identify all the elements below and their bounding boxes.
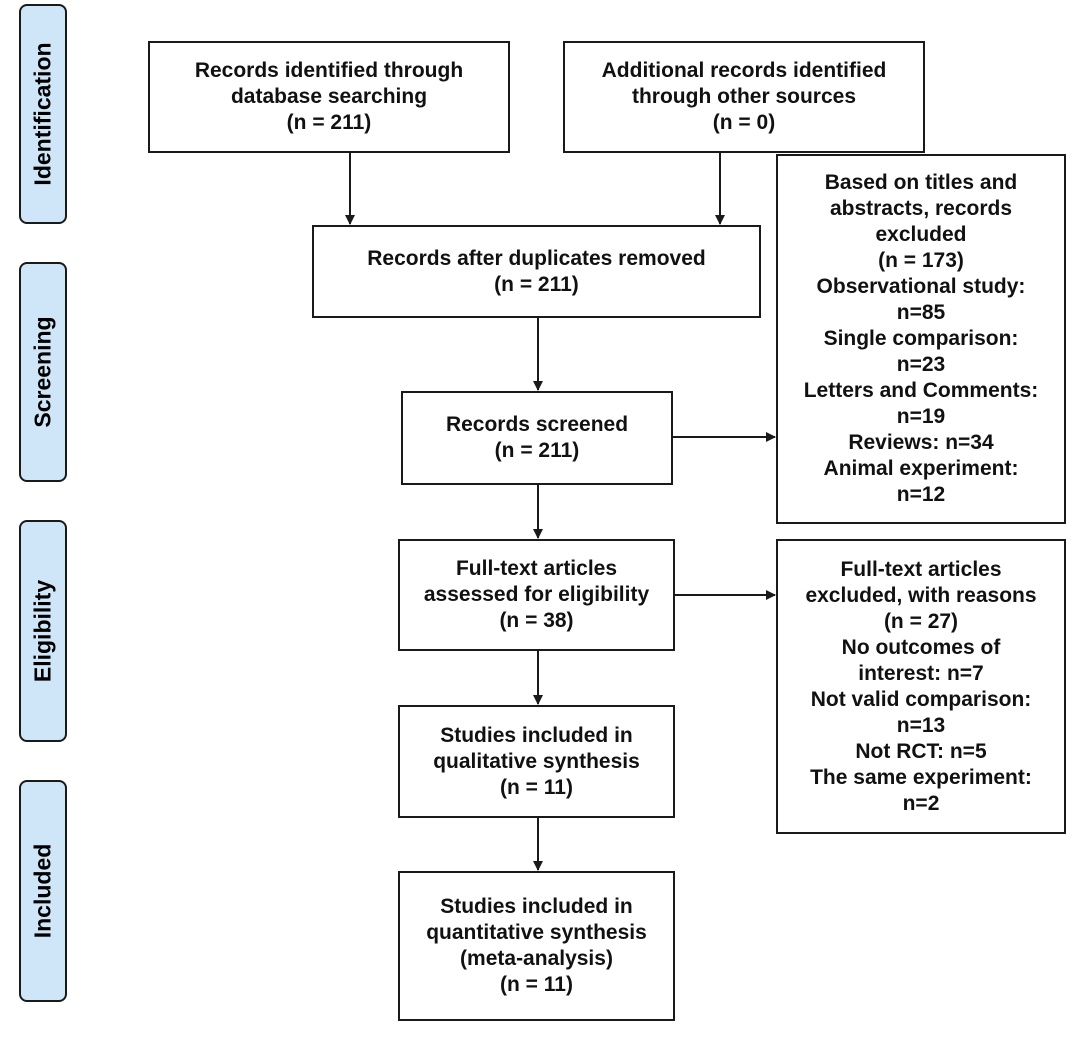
box-line: Records after duplicates removed (367, 246, 706, 270)
box-line: n=12 (896, 483, 946, 506)
box-line: database searching (230, 85, 428, 108)
box-line: Animal experiment: (823, 457, 1019, 480)
box-line: (n = 11) (500, 775, 573, 799)
box-line: (n = 38) (499, 609, 574, 632)
box-line: Full-text articles (455, 557, 618, 580)
box-line: Records identified through (194, 59, 464, 82)
box-fulltext-excluded: Full-text articles excluded, with reason… (776, 539, 1066, 834)
box-database-records: Records identified through database sear… (148, 41, 510, 153)
box-line: n=85 (896, 301, 946, 324)
box-line: Letters and Comments: (803, 379, 1039, 402)
box-line: through other sources (631, 85, 857, 108)
box-line: abstracts, records (829, 197, 1013, 220)
box-other-sources: Additional records identified through ot… (563, 41, 925, 153)
box-line: (n = 211) (494, 272, 579, 296)
stage-label: Eligibility (29, 579, 56, 683)
box-line: (meta-analysis) (460, 947, 613, 970)
box-line: Records screened (445, 413, 629, 436)
box-line: Based on titles and (824, 171, 1018, 194)
box-line: interest: n=7 (858, 661, 984, 685)
stage-label: Included (29, 843, 56, 939)
box-excluded-titles-abstracts: Based on titles and abstracts, records e… (776, 154, 1066, 524)
box-line: The same experiment: (810, 765, 1032, 789)
box-line: Reviews: n=34 (848, 431, 994, 454)
box-line: excluded (875, 223, 967, 246)
box-line: excluded, with reasons (805, 583, 1037, 607)
box-line: n=2 (902, 791, 940, 815)
stage-screening: Screening (19, 262, 67, 482)
box-line: n=13 (896, 713, 946, 737)
box-duplicates-removed: Records after duplicates removed (n = 21… (312, 225, 761, 318)
box-line: qualitative synthesis (433, 749, 640, 773)
box-line: Studies included in (440, 723, 633, 747)
box-line: No outcomes of (841, 635, 1001, 659)
box-records-screened: Records screened (n = 211) (401, 391, 673, 485)
box-quantitative-synthesis: Studies included in quantitative synthes… (398, 871, 675, 1021)
box-qualitative-synthesis: Studies included in qualitative synthesi… (398, 705, 675, 818)
stage-identification: Identification (19, 4, 67, 224)
box-line: Single comparison: (823, 327, 1019, 350)
stage-label: Identification (29, 42, 56, 186)
box-line: n=23 (896, 353, 946, 376)
box-line: (n = 211) (494, 439, 580, 462)
box-line: Additional records identified (601, 59, 887, 82)
box-line: quantitative synthesis (426, 921, 647, 944)
box-line: Full-text articles (840, 557, 1002, 581)
stage-eligibility: Eligibility (19, 520, 67, 742)
box-line: (n = 27) (883, 609, 959, 633)
box-line: (n = 173) (878, 249, 964, 272)
box-fulltext-assessed: Full-text articles assessed for eligibil… (398, 539, 675, 651)
box-line: (n = 11) (500, 973, 573, 996)
box-line: (n = 211) (286, 111, 372, 134)
box-line: Observational study: (816, 275, 1026, 298)
box-line: n=19 (896, 405, 946, 428)
box-line: Studies included in (440, 895, 633, 918)
box-line: Not valid comparison: (810, 687, 1032, 711)
box-line: assessed for eligibility (423, 583, 650, 606)
box-line: (n = 0) (712, 111, 776, 134)
stage-included: Included (19, 780, 67, 1002)
box-line: Not RCT: n=5 (855, 739, 987, 763)
stage-label: Screening (29, 316, 56, 428)
